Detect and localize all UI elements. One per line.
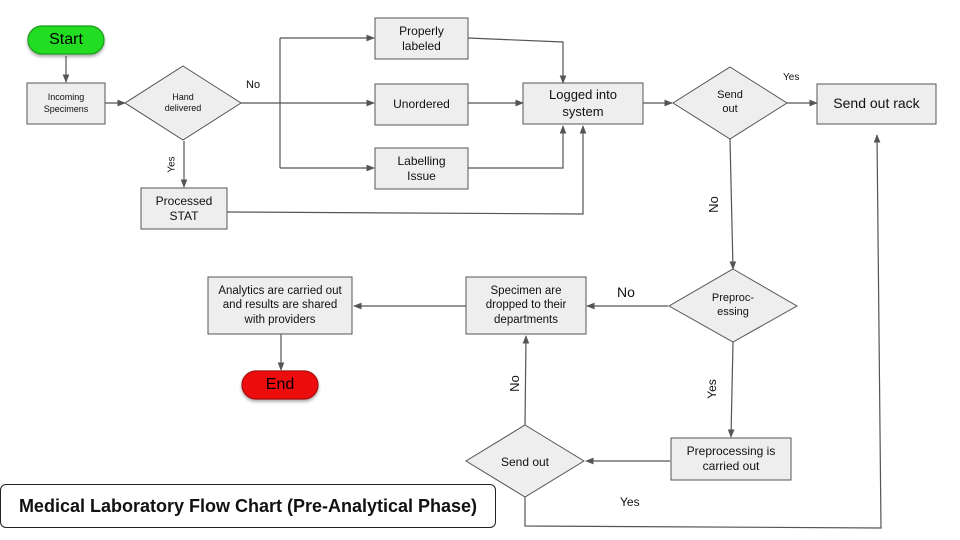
edge-label-send2-yes: Yes <box>620 495 640 509</box>
processed-stat-box <box>140 187 228 230</box>
edge-preproc-carried <box>727 341 735 438</box>
diagram-title: Medical Laboratory Flow Chart (Pre-Analy… <box>0 484 496 528</box>
send-out-rack-box <box>816 83 937 125</box>
edge-send1-preproc <box>729 138 737 270</box>
properly-labeled-box <box>374 17 469 60</box>
preprocessing-carried-box <box>670 437 792 481</box>
edge-send2-rack <box>524 134 882 529</box>
edge-stat-logged <box>226 125 587 215</box>
preprocessing-diamond <box>667 268 799 343</box>
send-out-diamond-2 <box>465 424 585 498</box>
logged-box <box>522 82 644 125</box>
unordered-box <box>374 83 469 126</box>
send-out-diamond-1 <box>672 66 788 140</box>
labelling-issue-box <box>374 147 469 190</box>
end-node <box>241 370 319 400</box>
edge-label-hand-yes: Yes <box>166 156 178 173</box>
start-node <box>27 25 105 55</box>
edge-properly-logged <box>467 37 567 84</box>
edge-label-send1-no: No <box>705 196 721 213</box>
analytics-box <box>207 276 353 335</box>
specimen-dropped-box <box>465 276 587 335</box>
edge-label-preproc-yes: Yes <box>704 379 719 399</box>
edge-labelling-logged <box>468 125 567 169</box>
hand-delivered-diamond <box>124 65 242 141</box>
edge-label-hand-no: No <box>246 79 261 91</box>
edge-label-preproc-no: No <box>617 284 635 300</box>
edge-label-send1-yes: Yes <box>783 72 800 83</box>
edge-send2-dropped <box>522 335 530 426</box>
edge-label-send2-no: No <box>506 375 522 392</box>
incoming-specimens-box <box>26 82 106 125</box>
